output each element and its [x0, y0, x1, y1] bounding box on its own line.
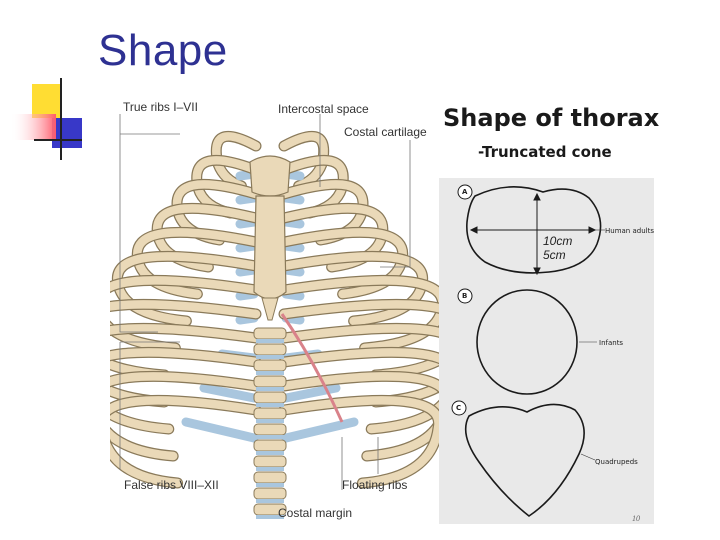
intervertebral-disc-2 [256, 355, 284, 359]
shape-c-label: Quadrupeds [595, 458, 638, 466]
shape-a-label: Human adults [605, 227, 654, 235]
intervertebral-disc-3 [256, 371, 284, 375]
intervertebral-disc-4 [256, 387, 284, 391]
vertebra-2 [254, 344, 286, 355]
intervertebral-disc-6 [256, 419, 284, 423]
shape-c-letter: C [456, 404, 461, 412]
manubrium [250, 156, 290, 196]
intervertebral-disc-9 [256, 467, 284, 471]
intervertebral-disc-5 [256, 403, 284, 407]
page-number: 10 [632, 514, 640, 523]
label-true-ribs: True ribs I–VII [123, 100, 198, 114]
shape-b-outline [477, 290, 577, 394]
deco-yellow-square [32, 84, 62, 118]
shape-c-outline [466, 404, 584, 516]
label-costal-margin: Costal margin [278, 506, 352, 520]
transverse-arrowhead-left [471, 227, 477, 233]
vertebral-column [254, 328, 286, 519]
transverse-arrowhead-right [589, 227, 595, 233]
xiphoid-process [262, 298, 278, 320]
costal-cartilage-10-left [186, 422, 254, 438]
deco-red-square [10, 114, 56, 140]
label-intercostal-space: Intercostal space [278, 102, 369, 116]
label-false-ribs: False ribs VIII–XII [124, 478, 219, 492]
intervertebral-disc-10 [256, 483, 284, 487]
intervertebral-disc-7 [256, 435, 284, 439]
ap-arrowhead-top [534, 194, 540, 200]
vertebra-7 [254, 424, 286, 435]
label-costal-cartilage: Costal cartilage [344, 125, 427, 139]
sternum-body [254, 196, 286, 299]
intervertebral-disc-1 [256, 339, 284, 343]
dimension-transverse: 10cm [543, 234, 572, 248]
slide-title: Shape [98, 26, 228, 76]
vertebra-9 [254, 456, 286, 467]
quadrupeds-leader [581, 454, 595, 460]
vertebra-10 [254, 472, 286, 483]
rib-cage-illustration [110, 92, 440, 532]
thorax-title: Shape of thorax [443, 104, 659, 132]
vertebra-5 [254, 392, 286, 403]
deco-blue-square [52, 118, 82, 148]
vertebra-11 [254, 488, 286, 499]
intervertebral-disc-8 [256, 451, 284, 455]
vertebra-8 [254, 440, 286, 451]
label-floating-ribs: Floating ribs [342, 478, 407, 492]
thorax-shapes-panel: A B C Human adults Infants Quadrupeds 10… [439, 178, 654, 524]
vertebra-3 [254, 360, 286, 371]
dimension-anteroposterior: 5cm [543, 248, 566, 262]
shape-b-label: Infants [599, 339, 623, 347]
shape-a-letter: A [462, 188, 467, 196]
thorax-subtitle: -Truncated cone [478, 143, 612, 161]
costal-cartilage-10-right [286, 422, 354, 438]
shape-b-letter: B [462, 292, 467, 300]
vertebra-1 [254, 328, 286, 339]
intervertebral-disc-11 [256, 499, 284, 503]
vertebra-6 [254, 408, 286, 419]
vertebra-4 [254, 376, 286, 387]
decorative-corner-graphic [0, 0, 100, 170]
